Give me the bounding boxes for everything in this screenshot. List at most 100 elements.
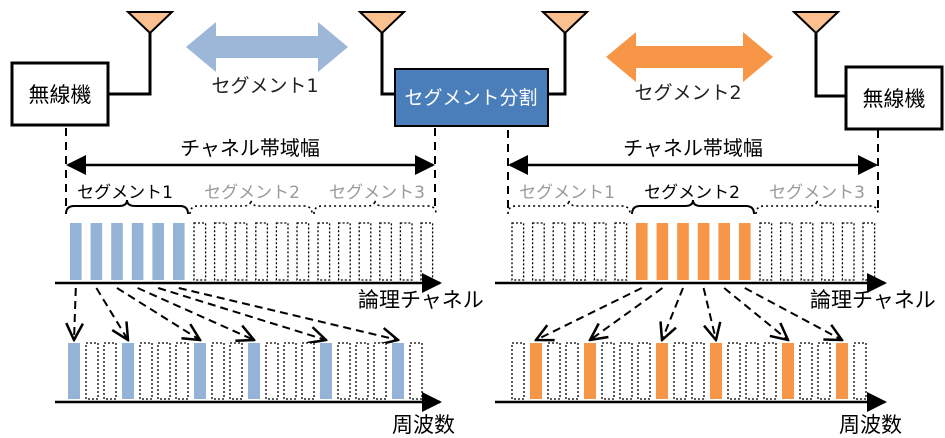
freq-channel-active <box>122 343 134 399</box>
mapping-arrow <box>723 287 788 340</box>
freq-channel-inactive <box>565 342 579 400</box>
freq-channel-inactive <box>337 342 351 400</box>
mapping-arrow <box>744 287 842 340</box>
freq-channel-inactive <box>547 342 561 400</box>
logical-channel-inactive <box>399 222 413 281</box>
seg-label-right-2: セグメント2 <box>644 183 740 203</box>
seg-label-left-1: セグメント1 <box>77 183 173 203</box>
freq-channel-active <box>320 343 332 399</box>
freq-channel-inactive <box>139 342 153 400</box>
freq-channel-active <box>194 343 206 399</box>
logical-channel-active <box>718 223 730 280</box>
logical-channel-inactive <box>800 222 814 281</box>
frequency-channels <box>68 342 867 400</box>
logical-channel-inactive <box>379 222 393 281</box>
logical-channel-inactive <box>255 222 269 281</box>
mapping-arrow <box>702 287 716 340</box>
logical-channel-active <box>152 223 164 280</box>
freq-channel-inactive <box>211 342 225 400</box>
freq-channel-inactive <box>175 342 189 400</box>
link-label-right: セグメント2 <box>634 82 741 104</box>
logical-channel-active <box>111 223 123 280</box>
logical-channel-inactive <box>317 222 331 281</box>
logical-channel-inactive <box>821 222 835 281</box>
freq-channel-active <box>836 343 848 399</box>
freq-channel-inactive <box>265 342 279 400</box>
freq-channel-inactive <box>301 342 315 400</box>
mapping-arrow <box>662 287 684 340</box>
logical-channel-active <box>70 223 82 280</box>
freq-channel-inactive <box>763 342 777 400</box>
mapping-arrow <box>95 287 128 340</box>
logical-channel-active <box>697 223 710 280</box>
logical-channel-inactive <box>593 222 607 281</box>
right-radio-box <box>844 65 944 131</box>
freq-channel-inactive <box>745 342 759 400</box>
center-antenna-wire <box>380 33 395 96</box>
logical-channel-active <box>90 223 103 280</box>
logical-channel-inactive <box>862 222 876 281</box>
freq-channel-active <box>392 343 404 399</box>
seg-label-left-2: セグメント2 <box>204 183 300 203</box>
segment-braces <box>65 199 879 215</box>
freq-channel-inactive <box>409 342 423 400</box>
freq-channel-inactive <box>157 342 171 400</box>
left-antenna-wire <box>108 33 152 96</box>
logical-channel-active <box>677 223 689 280</box>
mapping-arrow <box>178 287 398 340</box>
freq-channel-inactive <box>799 342 813 400</box>
freq-channel-active <box>530 343 542 399</box>
center-antenna-wire-right <box>548 33 567 96</box>
freq-channel-inactive <box>511 342 525 400</box>
logical-channel-inactive <box>573 222 587 281</box>
logical-channel-inactive <box>296 222 310 281</box>
logical-channel-inactive <box>552 222 566 281</box>
logical-axis-label-right: 論理チャネル <box>810 288 936 312</box>
logical-channel-inactive <box>759 222 773 281</box>
logical-axis-label-left: 論理チャネル <box>358 288 484 312</box>
mapping-arrow <box>157 287 326 340</box>
logical-channel-active <box>739 223 751 280</box>
logical-channel-inactive <box>337 222 351 281</box>
freq-channel-inactive <box>373 342 387 400</box>
logical-channel-inactive <box>614 222 628 281</box>
logical-channel-active <box>173 223 185 280</box>
logical-channel-active <box>636 223 648 280</box>
freq-channel-active <box>710 343 722 399</box>
freq-channel-inactive <box>853 342 867 400</box>
freq-axis-label-right: 周波数 <box>839 413 902 437</box>
freq-channel-inactive <box>283 342 297 400</box>
logical-channel-inactive <box>275 222 289 281</box>
freq-channel-inactive <box>727 342 741 400</box>
logical-channel-inactive <box>420 222 434 281</box>
mapping-arrow <box>137 287 254 340</box>
mapping-arrow <box>116 287 200 340</box>
freq-channel-inactive <box>673 342 687 400</box>
antenna-icon <box>540 11 590 35</box>
logical-channel-inactive <box>779 222 793 281</box>
bw-label-left: チャネル帯域幅 <box>180 136 320 160</box>
right-radio-label: 無線機 <box>863 87 926 111</box>
freq-axis-label-left: 周波数 <box>392 413 455 437</box>
mapping-arrow <box>590 287 663 340</box>
logical-channel-inactive <box>531 222 545 281</box>
logical-channel-inactive <box>234 222 248 281</box>
logical-channel-inactive <box>358 222 372 281</box>
mapping-arrow <box>74 287 76 340</box>
segment-brace <box>65 199 189 215</box>
freq-channel-active <box>248 343 260 399</box>
left-radio-box <box>10 61 110 127</box>
segment-split-box <box>394 68 549 127</box>
antenna-icon <box>125 11 175 35</box>
seg-label-right-1: セグメント1 <box>519 183 615 203</box>
freq-channel-inactive <box>103 342 117 400</box>
link-arrow-left <box>186 22 348 72</box>
freq-channel-inactive <box>817 342 831 400</box>
seg-label-left-3: セグメント3 <box>329 183 425 203</box>
mapping-arrows <box>74 287 842 340</box>
logical-channel-inactive <box>511 222 525 281</box>
freq-channel-inactive <box>355 342 369 400</box>
bw-label-right: チャネル帯域幅 <box>623 136 763 160</box>
right-antenna-wire <box>814 33 846 98</box>
